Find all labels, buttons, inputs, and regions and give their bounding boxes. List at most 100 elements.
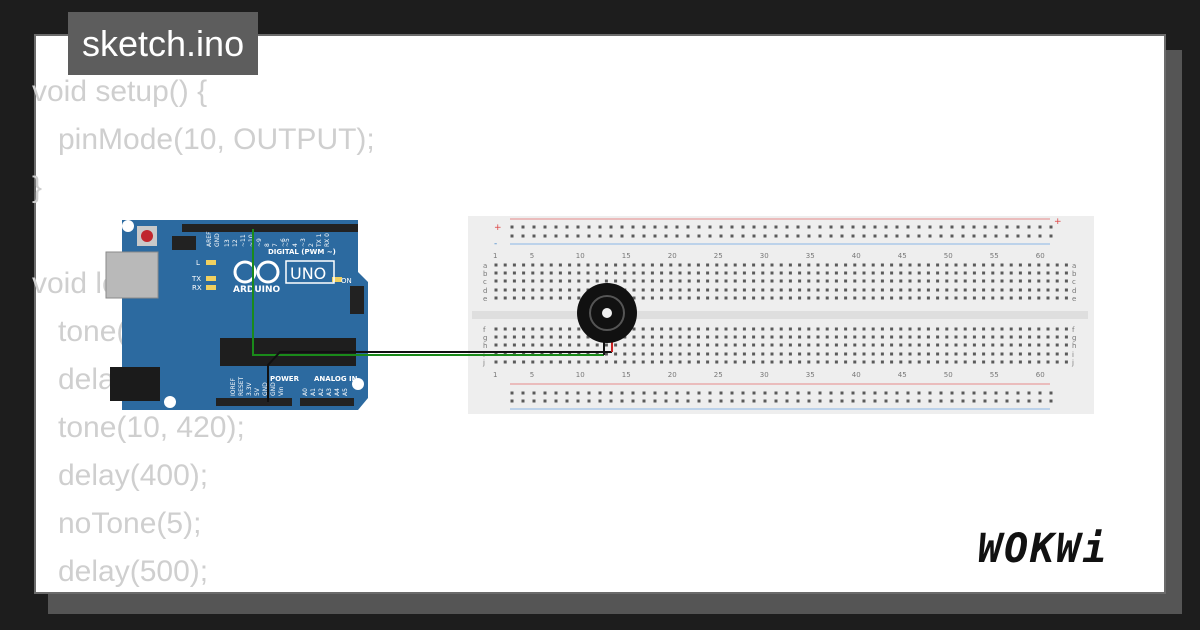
breadboard-hole[interactable] (577, 288, 581, 292)
breadboard-hole[interactable] (770, 263, 774, 267)
breadboard-hole[interactable] (844, 327, 848, 331)
rail-hole[interactable] (939, 234, 943, 238)
breadboard-hole[interactable] (549, 296, 553, 300)
breadboard-hole[interactable] (945, 352, 949, 356)
breadboard-hole[interactable] (1000, 263, 1004, 267)
breadboard-hole[interactable] (650, 343, 654, 347)
breadboard-hole[interactable] (936, 335, 940, 339)
breadboard-hole[interactable] (982, 352, 986, 356)
breadboard-hole[interactable] (512, 271, 516, 275)
breadboard-hole[interactable] (917, 335, 921, 339)
rail-hole[interactable] (873, 234, 877, 238)
breadboard-hole[interactable] (890, 279, 894, 283)
breadboard-hole[interactable] (503, 288, 507, 292)
breadboard-hole[interactable] (623, 271, 627, 275)
breadboard-hole[interactable] (752, 327, 756, 331)
breadboard-hole[interactable] (494, 263, 498, 267)
rail-hole[interactable] (532, 234, 536, 238)
breadboard-hole[interactable] (1064, 263, 1068, 267)
breadboard-hole[interactable] (880, 352, 884, 356)
breadboard-hole[interactable] (696, 360, 700, 364)
breadboard-hole[interactable] (558, 343, 562, 347)
breadboard-hole[interactable] (715, 271, 719, 275)
breadboard-hole[interactable] (816, 288, 820, 292)
rail-hole[interactable] (521, 225, 525, 229)
breadboard-hole[interactable] (632, 343, 636, 347)
breadboard-hole[interactable] (568, 279, 572, 283)
rail-hole[interactable] (587, 234, 591, 238)
breadboard-hole[interactable] (936, 263, 940, 267)
breadboard-hole[interactable] (706, 288, 710, 292)
breadboard-hole[interactable] (853, 343, 857, 347)
breadboard-hole[interactable] (954, 288, 958, 292)
rail-hole[interactable] (1049, 234, 1053, 238)
breadboard-hole[interactable] (834, 360, 838, 364)
rail-hole[interactable] (807, 391, 811, 395)
breadboard-hole[interactable] (531, 343, 535, 347)
breadboard-hole[interactable] (982, 288, 986, 292)
breadboard-hole[interactable] (724, 343, 728, 347)
rail-hole[interactable] (620, 391, 624, 395)
breadboard-hole[interactable] (825, 288, 829, 292)
breadboard-hole[interactable] (991, 327, 995, 331)
rail-hole[interactable] (532, 391, 536, 395)
breadboard-hole[interactable] (558, 327, 562, 331)
breadboard-hole[interactable] (917, 352, 921, 356)
breadboard-hole[interactable] (540, 279, 544, 283)
breadboard-hole[interactable] (733, 343, 737, 347)
rail-hole[interactable] (763, 234, 767, 238)
rail-hole[interactable] (829, 225, 833, 229)
breadboard-hole[interactable] (522, 360, 526, 364)
breadboard-hole[interactable] (890, 296, 894, 300)
breadboard-hole[interactable] (963, 271, 967, 275)
breadboard-hole[interactable] (871, 279, 875, 283)
breadboard-hole[interactable] (779, 327, 783, 331)
breadboard-hole[interactable] (660, 352, 664, 356)
rail-hole[interactable] (554, 399, 558, 403)
rail-hole[interactable] (1016, 399, 1020, 403)
breadboard-hole[interactable] (660, 360, 664, 364)
breadboard-hole[interactable] (816, 352, 820, 356)
breadboard-hole[interactable] (880, 343, 884, 347)
breadboard-hole[interactable] (1046, 288, 1050, 292)
breadboard-hole[interactable] (1009, 335, 1013, 339)
breadboard-hole[interactable] (871, 271, 875, 275)
breadboard-hole[interactable] (1064, 352, 1068, 356)
rail-hole[interactable] (565, 234, 569, 238)
rail-hole[interactable] (950, 399, 954, 403)
rail-hole[interactable] (983, 234, 987, 238)
rail-hole[interactable] (697, 234, 701, 238)
breadboard-hole[interactable] (807, 327, 811, 331)
rail-hole[interactable] (818, 391, 822, 395)
breadboard-hole[interactable] (650, 296, 654, 300)
rail-hole[interactable] (631, 391, 635, 395)
breadboard-hole[interactable] (871, 263, 875, 267)
breadboard-hole[interactable] (1000, 288, 1004, 292)
breadboard-hole[interactable] (945, 296, 949, 300)
breadboard-hole[interactable] (669, 352, 673, 356)
rail-hole[interactable] (851, 399, 855, 403)
breadboard-hole[interactable] (917, 296, 921, 300)
breadboard-hole[interactable] (512, 327, 516, 331)
breadboard-hole[interactable] (982, 335, 986, 339)
rail-hole[interactable] (543, 399, 547, 403)
breadboard-hole[interactable] (549, 271, 553, 275)
breadboard-hole[interactable] (687, 335, 691, 339)
breadboard-hole[interactable] (660, 296, 664, 300)
breadboard-hole[interactable] (678, 279, 682, 283)
breadboard-hole[interactable] (752, 335, 756, 339)
breadboard-hole[interactable] (963, 296, 967, 300)
breadboard-hole[interactable] (650, 271, 654, 275)
breadboard-hole[interactable] (770, 327, 774, 331)
breadboard-hole[interactable] (540, 271, 544, 275)
rail-hole[interactable] (983, 225, 987, 229)
rail-hole[interactable] (730, 391, 734, 395)
breadboard-hole[interactable] (540, 263, 544, 267)
breadboard-hole[interactable] (972, 288, 976, 292)
breadboard-hole[interactable] (531, 335, 535, 339)
rail-hole[interactable] (565, 391, 569, 395)
rail-hole[interactable] (796, 225, 800, 229)
breadboard-hole[interactable] (660, 271, 664, 275)
breadboard-hole[interactable] (678, 335, 682, 339)
breadboard-hole[interactable] (788, 352, 792, 356)
